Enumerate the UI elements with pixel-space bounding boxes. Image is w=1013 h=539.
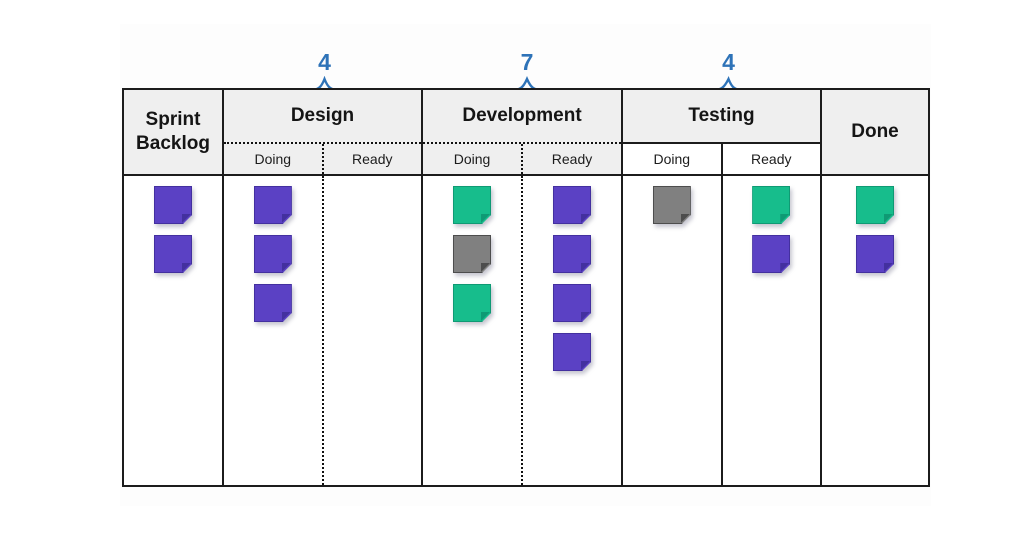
purple-sticky-note[interactable] (553, 284, 591, 322)
design-subheader: Doing Ready (224, 142, 421, 176)
gray-sticky-note-face (653, 186, 691, 224)
kanban-board: Sprint Backlog Design Doing Ready Dev (122, 88, 930, 487)
column-title: Testing (688, 105, 755, 126)
purple-sticky-note-face (154, 235, 192, 273)
green-sticky-note[interactable] (856, 186, 894, 224)
purple-sticky-note-face (254, 186, 292, 224)
testing-doing-stack (623, 176, 721, 485)
column-testing: Testing Doing Ready (623, 90, 822, 485)
column-header-design: Design (224, 90, 421, 142)
purple-sticky-note-face (752, 235, 790, 273)
design-ready-label: Ready (352, 151, 393, 167)
testing-subheader: Doing Ready (623, 142, 820, 176)
column-title: Sprint Backlog (136, 109, 210, 154)
purple-sticky-note-face (856, 235, 894, 273)
green-sticky-note-face (453, 186, 491, 224)
design-ready-stack (324, 176, 422, 485)
purple-sticky-note-face (553, 284, 591, 322)
sprint-backlog-stack (124, 176, 222, 485)
purple-sticky-note-face (553, 333, 591, 371)
column-title: Design (290, 105, 355, 126)
column-development: Development Doing Ready (423, 90, 623, 485)
gray-sticky-note[interactable] (653, 186, 691, 224)
column-title: Done (851, 121, 899, 143)
column-design: Design Doing Ready (224, 90, 423, 485)
wip-limit-development-value: 7 (520, 49, 534, 75)
column-header-development: Development (423, 90, 621, 142)
gray-sticky-note[interactable] (453, 235, 491, 273)
design-doing-label: Doing (224, 144, 324, 174)
column-body-testing (623, 176, 820, 485)
purple-sticky-note[interactable] (553, 333, 591, 371)
purple-sticky-note[interactable] (254, 235, 292, 273)
gray-sticky-note-face (453, 235, 491, 273)
development-subheader: Doing Ready (423, 142, 621, 176)
column-done: Done (822, 90, 928, 485)
testing-ready-stack (723, 176, 821, 485)
purple-sticky-note[interactable] (154, 235, 192, 273)
column-body-sprint-backlog (124, 176, 222, 485)
wip-limit-design-value: 4 (318, 49, 331, 75)
purple-sticky-note-face (553, 235, 591, 273)
development-ready-stack (523, 176, 621, 485)
testing-doing-label: Doing (623, 144, 723, 174)
purple-sticky-note[interactable] (553, 235, 591, 273)
purple-sticky-note[interactable] (752, 235, 790, 273)
purple-sticky-note-face (254, 235, 292, 273)
development-doing-stack (423, 176, 521, 485)
testing-ready-label: Ready (751, 151, 792, 167)
column-header-done: Done (822, 90, 928, 176)
purple-sticky-note-face (254, 284, 292, 322)
purple-sticky-note-face (553, 186, 591, 224)
green-sticky-note-face (453, 284, 491, 322)
purple-sticky-note[interactable] (254, 284, 292, 322)
column-header-testing: Testing (623, 90, 820, 142)
wip-limit-testing-value: 4 (722, 49, 735, 75)
purple-sticky-note[interactable] (254, 186, 292, 224)
development-ready-label: Ready (551, 151, 593, 167)
purple-sticky-note[interactable] (553, 186, 591, 224)
column-body-development (423, 176, 621, 485)
done-stack (822, 176, 928, 485)
development-doing-label: Doing (423, 144, 523, 174)
green-sticky-note[interactable] (453, 186, 491, 224)
green-sticky-note[interactable] (453, 284, 491, 322)
column-sprint-backlog: Sprint Backlog (124, 90, 224, 485)
purple-sticky-note-face (154, 186, 192, 224)
green-sticky-note[interactable] (752, 186, 790, 224)
design-doing-stack (224, 176, 322, 485)
column-title: Development (462, 105, 582, 126)
purple-sticky-note[interactable] (856, 235, 894, 273)
green-sticky-note-face (856, 186, 894, 224)
purple-sticky-note[interactable] (154, 186, 192, 224)
column-header-sprint-backlog: Sprint Backlog (124, 90, 222, 176)
column-body-design (224, 176, 421, 485)
column-body-done (822, 176, 928, 485)
green-sticky-note-face (752, 186, 790, 224)
